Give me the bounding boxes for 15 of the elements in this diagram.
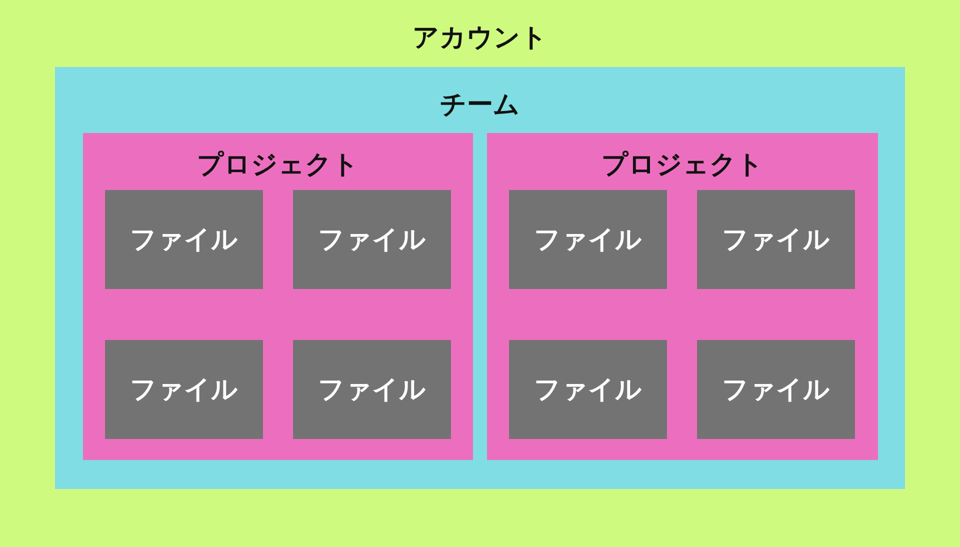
- file-box: ファイル: [697, 340, 855, 439]
- project-area: [83, 133, 473, 460]
- project-area: [487, 133, 878, 460]
- file-box: ファイル: [293, 340, 451, 439]
- file-box: ファイル: [105, 340, 263, 439]
- file-box: ファイル: [293, 190, 451, 289]
- area-title: プロジェクト: [602, 149, 764, 182]
- area-title: プロジェクト: [197, 149, 359, 182]
- area-title: アカウント: [412, 22, 548, 55]
- file-box: ファイル: [105, 190, 263, 289]
- file-box: ファイル: [509, 340, 667, 439]
- file-box: ファイル: [509, 190, 667, 289]
- team-area: [55, 67, 905, 489]
- file-box: ファイル: [697, 190, 855, 289]
- area-title: チーム: [440, 89, 520, 122]
